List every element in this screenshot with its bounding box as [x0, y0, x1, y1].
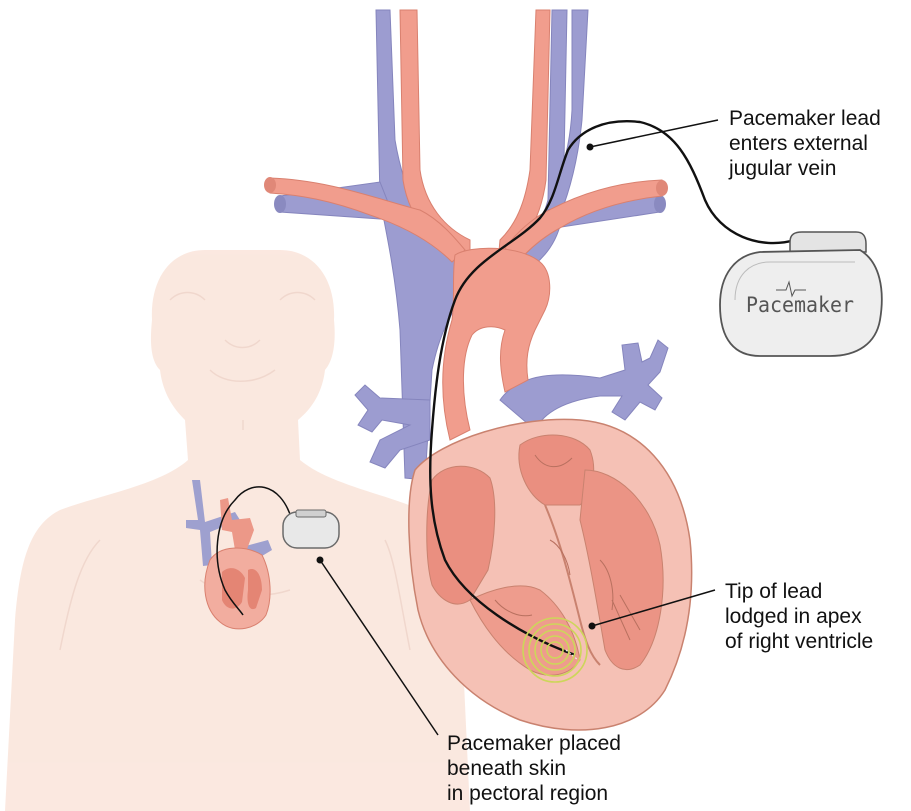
label-lead-tip-line3: of right ventricle	[725, 629, 873, 654]
torso-pacemaker-device	[283, 510, 339, 548]
device-header	[790, 232, 866, 252]
label-placement: Pacemaker placed beneath skin in pectora…	[447, 731, 621, 806]
pacemaker-device: Pacemaker	[720, 232, 882, 356]
label-placement-line1: Pacemaker placed	[447, 731, 621, 756]
great-vessels	[264, 10, 668, 480]
label-lead-tip: Tip of lead lodged in apex of right vent…	[725, 579, 873, 654]
label-lead-tip-line2: lodged in apex	[725, 604, 873, 629]
label-placement-line2: beneath skin	[447, 756, 621, 781]
device-brand: Pacemaker	[746, 293, 854, 317]
label-lead-entry-line2: enters external	[729, 131, 881, 156]
label-lead-tip-line1: Tip of lead	[725, 579, 873, 604]
label-lead-entry: Pacemaker lead enters external jugular v…	[729, 106, 881, 181]
label-lead-entry-line1: Pacemaker lead	[729, 106, 881, 131]
label-lead-entry-line3: jugular vein	[729, 156, 881, 181]
label-placement-line3: in pectoral region	[447, 781, 621, 806]
